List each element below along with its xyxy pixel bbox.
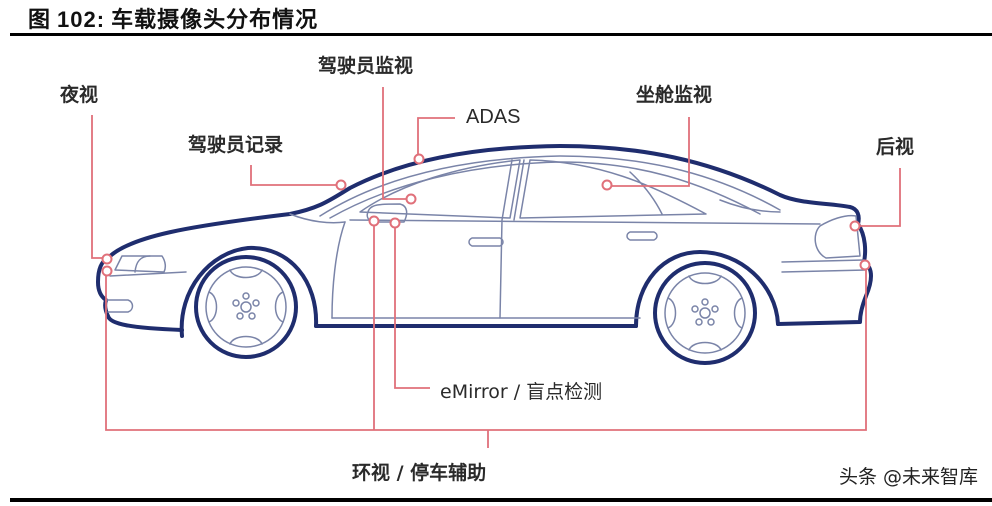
label-driver-recording: 驾驶员记录: [188, 134, 284, 156]
camera-night-vision: [101, 253, 113, 265]
rear-window: [519, 159, 707, 219]
callout-lines: [91, 87, 901, 448]
camera-markers: [101, 153, 871, 277]
callout-driver-monitoring: [382, 87, 406, 200]
label-adas: ADAS: [466, 106, 521, 128]
watermark: 头条 @未来智库: [838, 466, 978, 488]
camera-driver-recording: [335, 179, 347, 191]
callout-surround-parking: [105, 268, 867, 431]
front-window: [359, 159, 521, 219]
front-wheel: [194, 255, 298, 359]
label-surround-parking: 环视 / 停车辅助: [352, 462, 487, 484]
top-rule: [10, 33, 992, 36]
label-cabin-monitoring: 坐舱监视: [636, 84, 713, 106]
front-door: [331, 221, 346, 319]
label-emirror-blind-spot: eMirror / 盲点检测: [440, 381, 603, 403]
camera-adas: [413, 153, 425, 165]
car-roofline: [106, 144, 861, 260]
rear-wheel: [653, 261, 757, 365]
headlight: [114, 255, 167, 273]
callout-driver-recording: [250, 165, 338, 186]
callout-cabin-monitoring: [610, 117, 690, 187]
front-door-handle: [468, 237, 504, 247]
label-night-vision: 夜视: [60, 84, 99, 106]
bottom-rule: [10, 498, 992, 502]
b-pillar: [499, 159, 513, 319]
camera-front-surround: [101, 265, 113, 277]
callout-emirror: [394, 225, 430, 389]
camera-driver-monitoring: [405, 193, 417, 205]
callout-night-vision: [91, 115, 104, 259]
label-driver-monitoring: 驾驶员监视: [318, 55, 414, 77]
figure-number: 102:: [57, 7, 106, 32]
camera-rear-surround: [859, 259, 871, 271]
car-illustration: [96, 144, 873, 365]
camera-rear-view: [849, 220, 861, 232]
taillight: [814, 214, 861, 259]
label-rear-view: 后视: [876, 136, 915, 158]
side-mirror: [366, 203, 408, 223]
callout-rear-view: [858, 168, 901, 227]
figure-caption: 车载摄像头分布情况: [111, 8, 319, 33]
car-rear: [776, 222, 873, 326]
front-wheel-arch: [179, 245, 319, 338]
callout-adas: [417, 117, 455, 156]
camera-cabin-monitoring: [601, 179, 613, 191]
rear-wheel-arch: [634, 250, 780, 328]
camera-side-surround: [368, 215, 380, 227]
rear-door-handle: [626, 231, 658, 241]
figure-prefix: 图: [28, 8, 52, 33]
camera-emirror: [389, 217, 401, 229]
